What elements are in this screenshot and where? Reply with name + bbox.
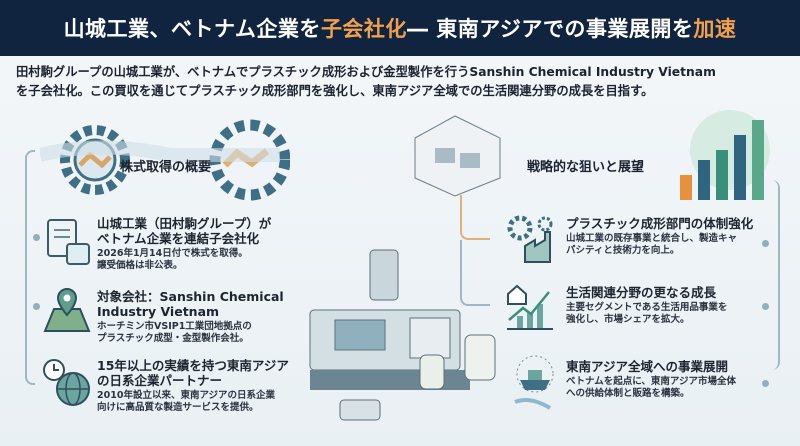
connector-line <box>460 195 490 240</box>
item-desc: 譲受価格は非公表。 <box>97 260 183 271</box>
item-title: 15年以上の実績を持つ東南アジア <box>97 358 289 373</box>
headline: 山城工業、ベトナム企業を子会社化 ― 東南アジアでの事業展開を加速 <box>0 0 800 56</box>
overview-item: 山城工業（田村駒グループ）がベトナム企業を連結子会社化 2026年1月14日付で… <box>97 216 271 272</box>
document-calendar-icon <box>47 219 90 265</box>
item-title: Industry Vietnam <box>97 304 220 319</box>
item-title: 生活関連分野の更なる成長 <box>566 285 717 300</box>
strategy-item: 生活関連分野の更なる成長 主要セグメントである生活用品事業を強化し、市場シェアを… <box>566 285 727 326</box>
ship-network-icon <box>514 355 554 410</box>
headline-part: 山城工業、ベトナム企業を <box>63 17 321 41</box>
map-pin-icon <box>43 287 91 332</box>
item-desc: プラスチック成型・金型製作会社。 <box>97 333 249 344</box>
factory-floor-illustration <box>414 115 501 197</box>
handshake-gears-icon <box>40 119 290 201</box>
connector-dot <box>762 240 769 247</box>
connector-line <box>768 180 780 370</box>
item-desc: 主要セグメントである生活用品事業を <box>566 302 728 313</box>
connector-dot <box>762 303 769 310</box>
intro-line: を子会社化。この買収を通じてプラスチック成形部門を強化し、東南アジア全域での生活… <box>16 84 654 98</box>
item-title: 東南アジア全域への事業展開 <box>566 359 729 374</box>
item-desc: 向けに高品質な製造サービスを提供。 <box>97 402 259 413</box>
item-title: プラスチック成形部門の体制強化 <box>566 216 754 231</box>
connector-dot <box>33 303 40 310</box>
injection-molding-machine-illustration <box>309 249 496 421</box>
strategy-item: プラスチック成形部門の体制強化 山城工業の既存事業と統合し、製造キャパシティと技… <box>566 216 753 257</box>
item-title: の日系企業パートナー <box>97 373 223 388</box>
overview-item: 15年以上の実績を持つ東南アジアの日系企業パートナー 2010年設立以来、東南ア… <box>97 358 289 414</box>
intro-line: 田村駒グループの山城工業が、ベトナムでプラスチック成形および金型製作を行うSan… <box>16 65 716 79</box>
connector-dot <box>762 380 769 387</box>
item-desc: ホーチミン市VSIP1工業団地拠点の <box>97 321 252 332</box>
gears-factory-icon <box>507 215 553 263</box>
headline-part: ― 東南アジアでの事業展開を <box>406 17 694 41</box>
item-title: 対象会社：Sanshin Chemical <box>97 289 284 304</box>
item-title: 山城工業（田村駒グループ）が <box>97 216 272 231</box>
item-desc: 2026年1月14日付で株式を取得。 <box>97 248 248 259</box>
headline-accent: 子会社化 <box>320 17 407 41</box>
item-desc: 強化し、市場シェアを拡大。 <box>566 314 690 325</box>
connector-dot <box>33 234 40 241</box>
strategy-item: 東南アジア全域への事業展開 ベトナムを起点に、東南アジア市場全体への供給体制と販… <box>566 359 736 400</box>
item-title: ベトナム企業を連結子会社化 <box>97 231 260 246</box>
item-desc: パシティと技術力を向上。 <box>566 245 680 256</box>
connector-line <box>25 150 35 385</box>
house-growth-chart-icon <box>507 284 553 330</box>
connector-line <box>460 240 490 306</box>
item-desc: への供給体制と販路を構築。 <box>566 388 690 399</box>
headline-accent: 加速 <box>693 17 737 41</box>
section-title-overview: 株式取得の概要 <box>120 160 212 175</box>
growth-chart-globe-icon <box>680 110 770 200</box>
intro-text: 田村駒グループの山城工業が、ベトナムでプラスチック成形および金型製作を行うSan… <box>16 63 786 101</box>
clock-globe-icon <box>43 359 90 406</box>
item-desc: ベトナムを起点に、東南アジア市場全体 <box>566 376 737 387</box>
section-title-strategy: 戦略的な狙いと展望 <box>527 160 645 175</box>
item-desc: 山城工業の既存事業と統合し、製造キャ <box>566 233 738 244</box>
item-desc: 2010年設立以来、東南アジアの日系企業 <box>97 390 276 401</box>
